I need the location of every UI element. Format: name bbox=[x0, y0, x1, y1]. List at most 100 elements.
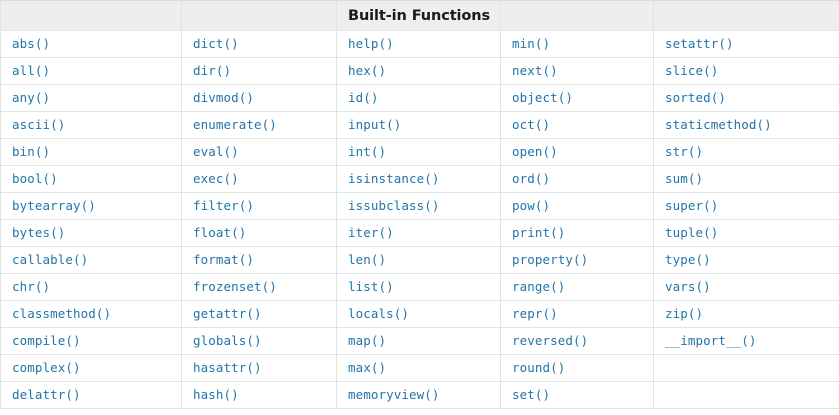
function-link[interactable]: pow() bbox=[512, 198, 551, 213]
function-link[interactable]: vars() bbox=[665, 279, 711, 294]
function-cell[interactable]: issubclass() bbox=[336, 192, 501, 220]
function-link[interactable]: bytearray() bbox=[12, 198, 96, 213]
function-cell[interactable]: filter() bbox=[181, 192, 337, 220]
function-cell[interactable]: super() bbox=[653, 192, 839, 220]
function-cell[interactable]: ascii() bbox=[0, 111, 182, 139]
function-link[interactable]: issubclass() bbox=[348, 198, 440, 213]
function-cell[interactable]: print() bbox=[500, 219, 654, 247]
function-cell[interactable]: max() bbox=[336, 354, 501, 382]
function-link[interactable]: sorted() bbox=[665, 90, 727, 105]
function-link[interactable]: open() bbox=[512, 144, 558, 159]
function-cell[interactable]: slice() bbox=[653, 57, 839, 85]
function-link[interactable]: super() bbox=[665, 198, 719, 213]
function-link[interactable]: isinstance() bbox=[348, 171, 440, 186]
function-cell[interactable]: setattr() bbox=[653, 30, 839, 58]
function-link[interactable]: min() bbox=[512, 36, 551, 51]
function-link[interactable]: callable() bbox=[12, 252, 89, 267]
function-cell[interactable]: float() bbox=[181, 219, 337, 247]
function-link[interactable]: classmethod() bbox=[12, 306, 112, 321]
function-cell[interactable]: divmod() bbox=[181, 84, 337, 112]
function-link[interactable]: object() bbox=[512, 90, 574, 105]
function-link[interactable]: reversed() bbox=[512, 333, 589, 348]
function-link[interactable]: compile() bbox=[12, 333, 81, 348]
function-link[interactable]: map() bbox=[348, 333, 387, 348]
function-cell[interactable]: set() bbox=[500, 381, 654, 409]
function-link[interactable]: chr() bbox=[12, 279, 51, 294]
function-link[interactable]: hex() bbox=[348, 63, 387, 78]
function-cell[interactable]: bin() bbox=[0, 138, 182, 166]
function-link[interactable]: format() bbox=[193, 252, 255, 267]
function-cell[interactable]: int() bbox=[336, 138, 501, 166]
function-cell[interactable]: exec() bbox=[181, 165, 337, 193]
function-cell[interactable]: complex() bbox=[0, 354, 182, 382]
function-cell[interactable]: compile() bbox=[0, 327, 182, 355]
function-cell[interactable]: str() bbox=[653, 138, 839, 166]
function-cell[interactable]: sorted() bbox=[653, 84, 839, 112]
function-cell[interactable]: isinstance() bbox=[336, 165, 501, 193]
function-link[interactable]: abs() bbox=[12, 36, 51, 51]
function-link[interactable]: tuple() bbox=[665, 225, 719, 240]
function-cell[interactable]: ord() bbox=[500, 165, 654, 193]
function-cell[interactable]: hash() bbox=[181, 381, 337, 409]
function-link[interactable]: ascii() bbox=[12, 117, 66, 132]
function-link[interactable]: exec() bbox=[193, 171, 239, 186]
function-link[interactable]: complex() bbox=[12, 360, 81, 375]
function-cell[interactable]: open() bbox=[500, 138, 654, 166]
function-cell[interactable]: repr() bbox=[500, 300, 654, 328]
function-cell[interactable]: oct() bbox=[500, 111, 654, 139]
function-cell[interactable]: eval() bbox=[181, 138, 337, 166]
function-link[interactable]: id() bbox=[348, 90, 379, 105]
function-link[interactable]: print() bbox=[512, 225, 566, 240]
function-cell[interactable]: hasattr() bbox=[181, 354, 337, 382]
function-cell[interactable]: bytearray() bbox=[0, 192, 182, 220]
function-link[interactable]: help() bbox=[348, 36, 394, 51]
function-link[interactable]: frozenset() bbox=[193, 279, 277, 294]
function-link[interactable]: any() bbox=[12, 90, 51, 105]
function-link[interactable]: bool() bbox=[12, 171, 58, 186]
function-link[interactable]: repr() bbox=[512, 306, 558, 321]
function-cell[interactable]: dir() bbox=[181, 57, 337, 85]
function-link[interactable]: max() bbox=[348, 360, 387, 375]
function-cell[interactable]: range() bbox=[500, 273, 654, 301]
function-link[interactable]: bin() bbox=[12, 144, 51, 159]
function-cell[interactable]: min() bbox=[500, 30, 654, 58]
function-cell[interactable]: memoryview() bbox=[336, 381, 501, 409]
function-cell[interactable]: zip() bbox=[653, 300, 839, 328]
function-link[interactable]: filter() bbox=[193, 198, 255, 213]
function-cell[interactable]: getattr() bbox=[181, 300, 337, 328]
function-cell[interactable]: abs() bbox=[0, 30, 182, 58]
function-link[interactable]: divmod() bbox=[193, 90, 255, 105]
function-cell[interactable]: round() bbox=[500, 354, 654, 382]
function-cell[interactable]: chr() bbox=[0, 273, 182, 301]
function-link[interactable]: property() bbox=[512, 252, 589, 267]
function-link[interactable]: hasattr() bbox=[193, 360, 262, 375]
function-cell[interactable]: __import__() bbox=[653, 327, 839, 355]
function-cell[interactable]: delattr() bbox=[0, 381, 182, 409]
function-link[interactable]: len() bbox=[348, 252, 387, 267]
function-cell[interactable]: help() bbox=[336, 30, 501, 58]
function-cell[interactable]: reversed() bbox=[500, 327, 654, 355]
function-link[interactable]: eval() bbox=[193, 144, 239, 159]
function-cell[interactable]: callable() bbox=[0, 246, 182, 274]
function-link[interactable]: set() bbox=[512, 387, 551, 402]
function-link[interactable]: globals() bbox=[193, 333, 262, 348]
function-link[interactable]: next() bbox=[512, 63, 558, 78]
function-link[interactable]: input() bbox=[348, 117, 402, 132]
function-cell[interactable]: bytes() bbox=[0, 219, 182, 247]
function-link[interactable]: slice() bbox=[665, 63, 719, 78]
function-cell[interactable]: format() bbox=[181, 246, 337, 274]
function-cell[interactable]: iter() bbox=[336, 219, 501, 247]
function-cell[interactable]: tuple() bbox=[653, 219, 839, 247]
function-link[interactable]: float() bbox=[193, 225, 247, 240]
function-link[interactable]: type() bbox=[665, 252, 711, 267]
function-link[interactable]: list() bbox=[348, 279, 394, 294]
function-link[interactable]: round() bbox=[512, 360, 566, 375]
function-link[interactable]: oct() bbox=[512, 117, 551, 132]
function-link[interactable]: sum() bbox=[665, 171, 704, 186]
function-link[interactable]: zip() bbox=[665, 306, 704, 321]
function-cell[interactable]: sum() bbox=[653, 165, 839, 193]
function-link[interactable]: hash() bbox=[193, 387, 239, 402]
function-cell[interactable]: len() bbox=[336, 246, 501, 274]
function-cell[interactable]: property() bbox=[500, 246, 654, 274]
function-link[interactable]: getattr() bbox=[193, 306, 262, 321]
